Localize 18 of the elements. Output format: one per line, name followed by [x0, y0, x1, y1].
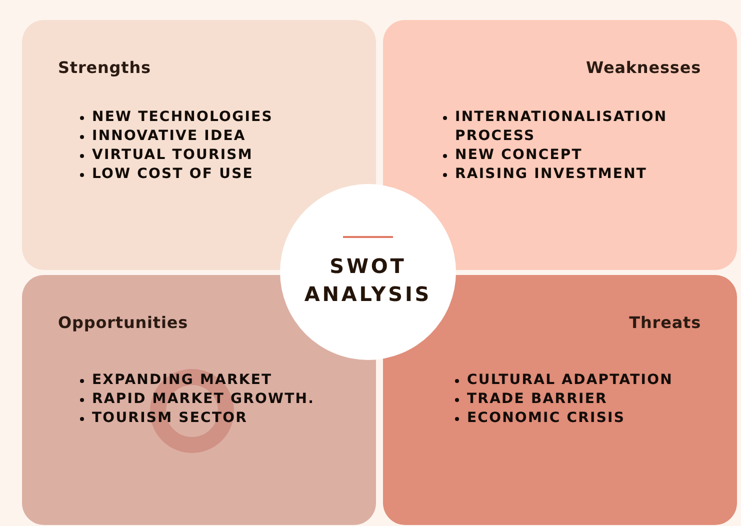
- bullet-item: TOURISM SECTOR: [80, 409, 356, 428]
- bullet-item: NEW CONCEPT: [443, 146, 717, 165]
- bullet-item: RAISING INVESTMENT: [443, 165, 717, 184]
- quadrant-heading: Strengths: [58, 57, 152, 79]
- bullet-item: INNOVATIVE IDEA: [80, 127, 356, 146]
- quadrant-heading: Weaknesses: [584, 57, 701, 79]
- bullet-item: RAPID MARKET GROWTH.: [80, 390, 356, 409]
- quadrant-heading: Threats: [628, 312, 701, 334]
- bullet-item: CULTURAL ADAPTATION: [455, 371, 717, 390]
- bullet-item: INTERNATIONALISATION PROCESS: [443, 108, 717, 146]
- bullet-item: ECONOMIC CRISIS: [455, 409, 717, 428]
- bullet-item: NEW TECHNOLOGIES: [80, 108, 356, 127]
- quadrant-heading: Opportunities: [58, 312, 190, 334]
- bullet-item: VIRTUAL TOURISM: [80, 146, 356, 165]
- bullet-item: EXPANDING MARKET: [80, 371, 356, 390]
- bullet-item: LOW COST OF USE: [80, 165, 356, 184]
- center-title: SWOT ANALYSIS: [303, 253, 433, 308]
- bullet-item: TRADE BARRIER: [455, 390, 717, 409]
